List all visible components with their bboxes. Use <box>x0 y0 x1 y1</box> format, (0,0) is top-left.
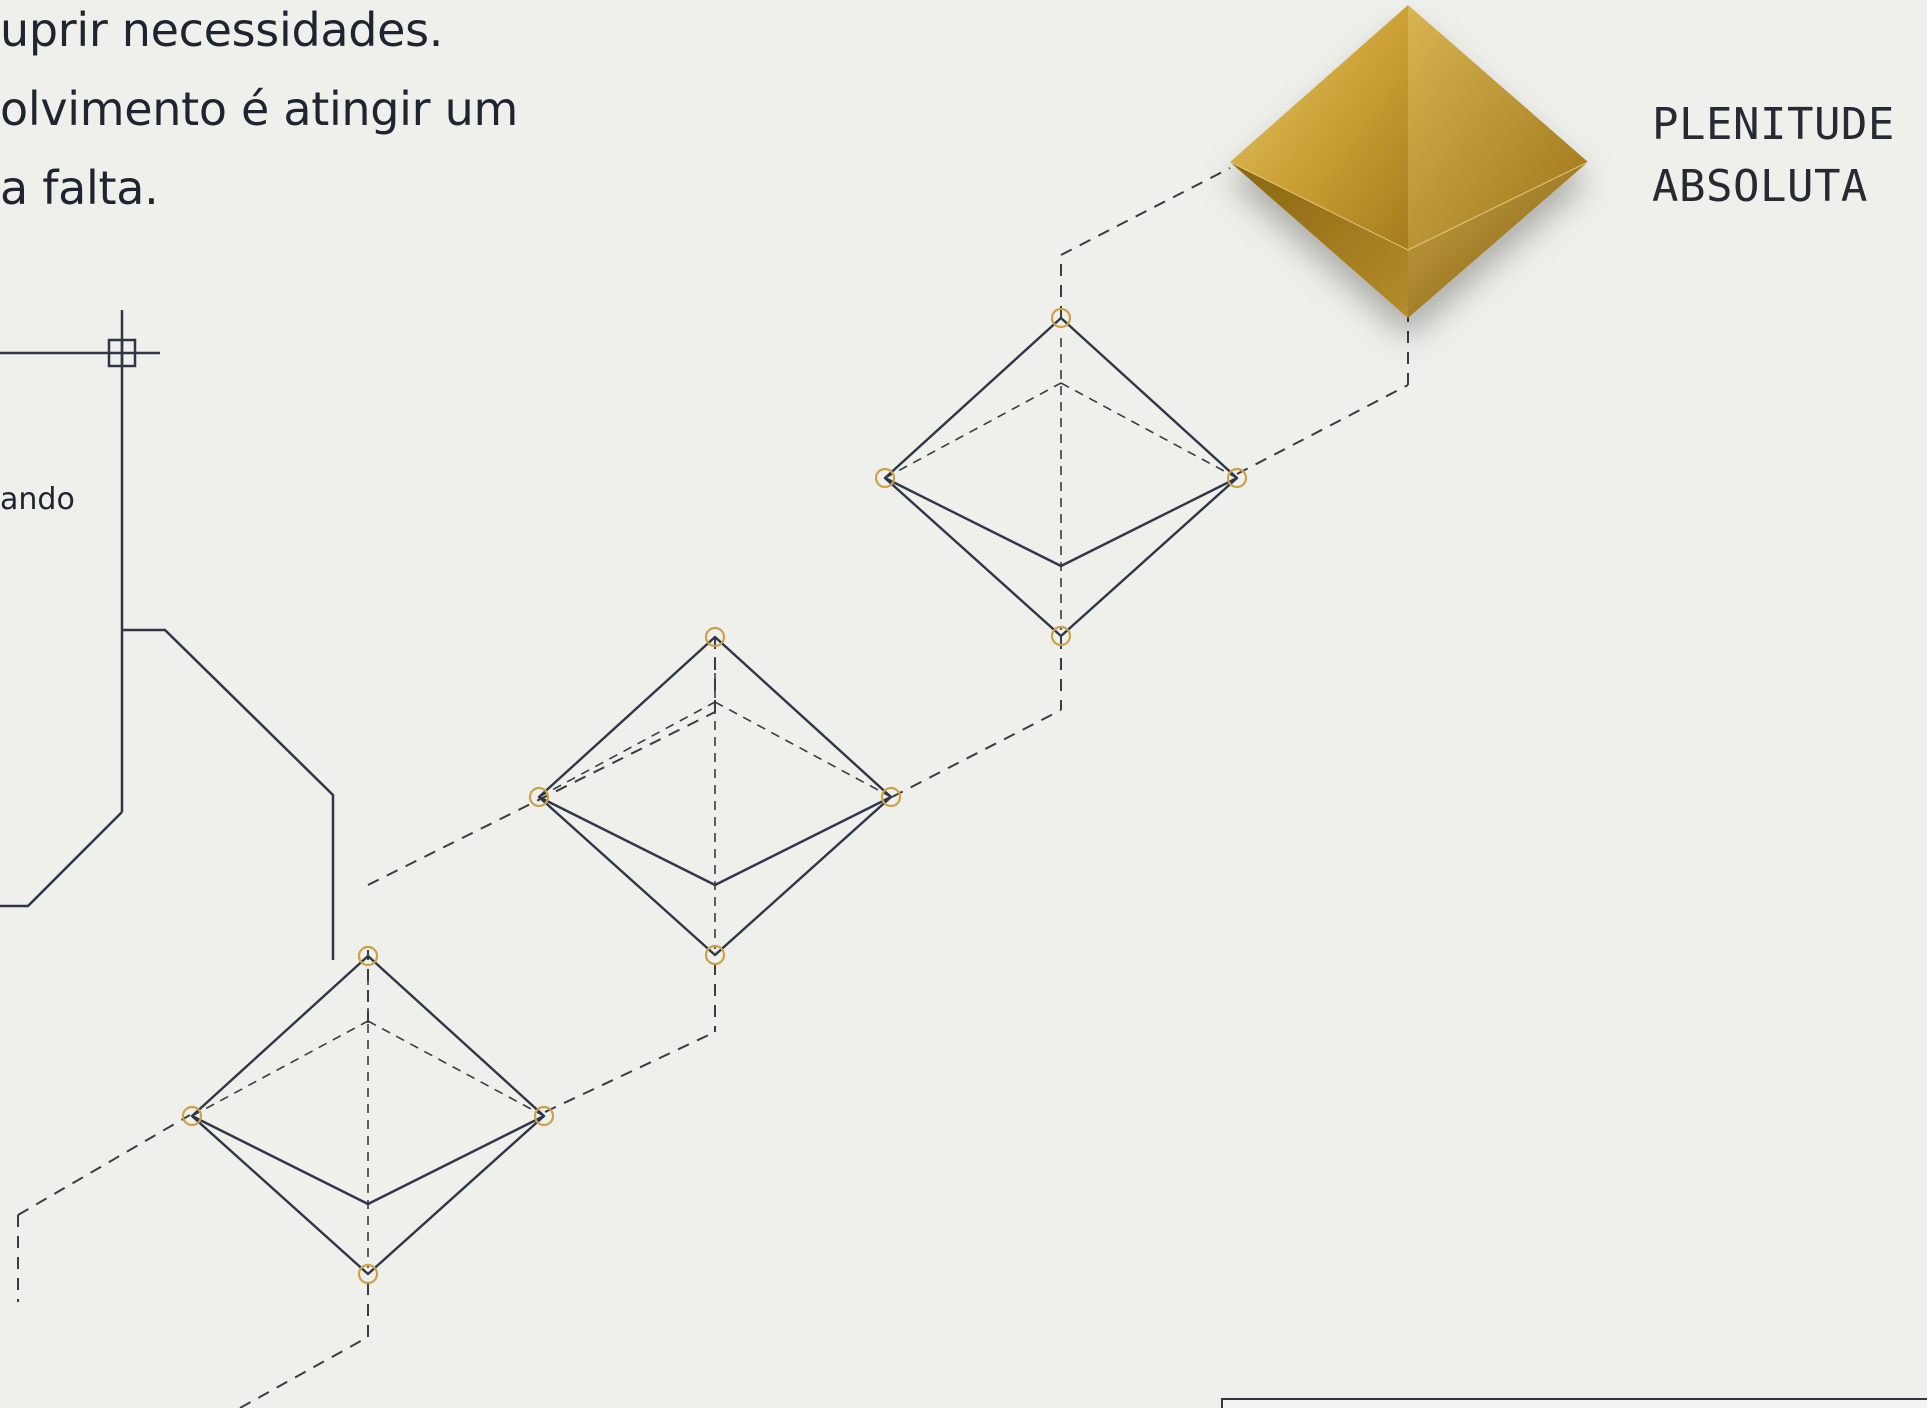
octahedron-step-1 <box>181 945 555 1285</box>
goal-label-line-1: PLENITUDE <box>1652 99 1895 150</box>
gold-diamond <box>1229 5 1589 318</box>
intro-line-2: olvimento é atingir um <box>0 82 518 136</box>
octahedron-step-3 <box>874 307 1248 647</box>
side-text-fragment: ando <box>0 482 75 517</box>
goal-label-line-2: ABSOLUTA <box>1652 161 1868 212</box>
blueprint-frame <box>0 310 335 960</box>
intro-line-3: a falta. <box>0 161 159 215</box>
intro-line-1: uprir necessidades. <box>0 3 444 57</box>
stair-path <box>17 167 1409 1408</box>
info-panel-edge <box>1221 1398 1927 1408</box>
octahedron-step-2 <box>528 626 902 966</box>
